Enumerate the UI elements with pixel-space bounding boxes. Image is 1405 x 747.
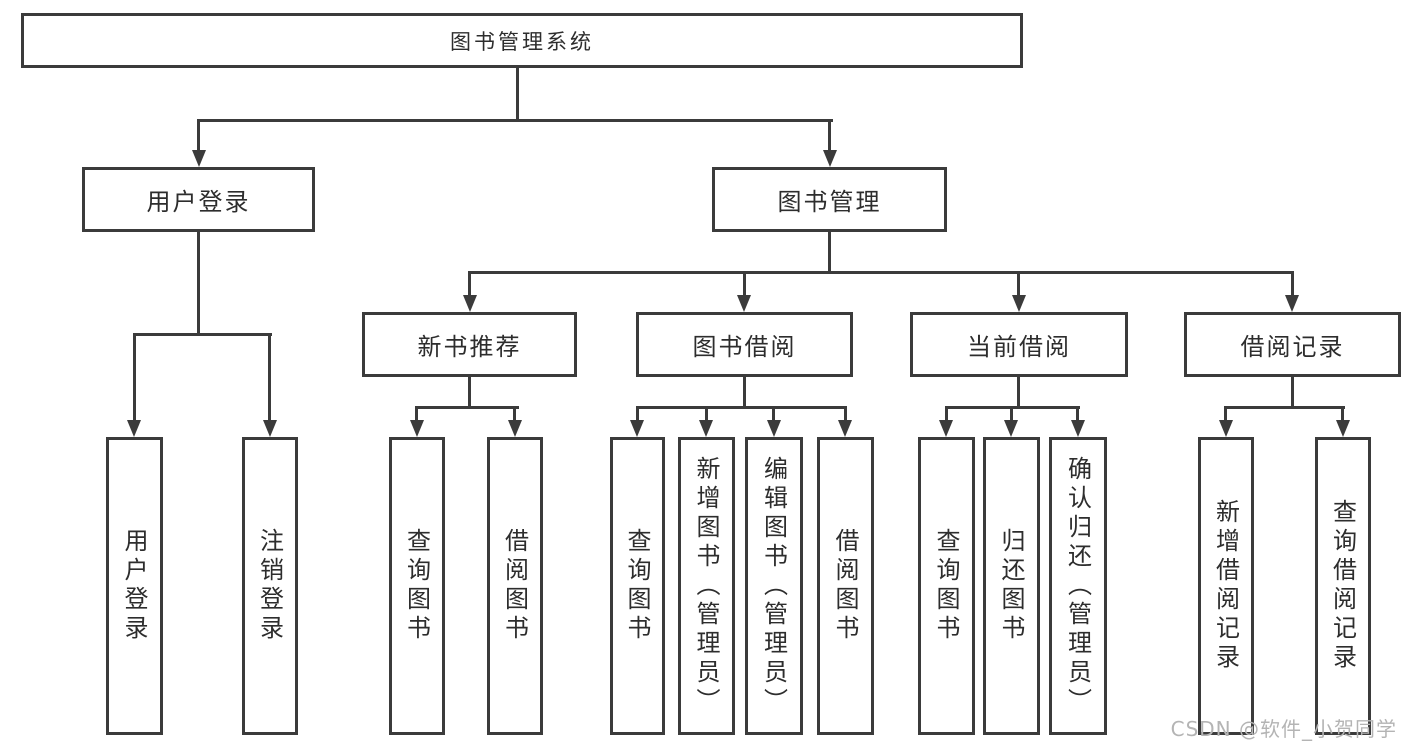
connector-user-login-stem bbox=[197, 232, 200, 335]
connector-drop-confirm-return bbox=[1076, 406, 1079, 422]
arrow-query-books-3 bbox=[939, 420, 953, 437]
arrow-borrow-books-1 bbox=[508, 420, 522, 437]
node-library-management-system: 图书管理系统 bbox=[21, 13, 1023, 68]
node-book-management: 图书管理 bbox=[712, 167, 947, 232]
leaf-query-borrowing-record: 查询借阅记录 bbox=[1315, 437, 1371, 735]
node-label: 图书管理系统 bbox=[450, 29, 594, 54]
connector-drop-add-record bbox=[1224, 406, 1227, 422]
connector-drop-borrow-books-1 bbox=[513, 406, 516, 422]
connector-book-management-stem bbox=[828, 232, 831, 274]
connector-drop-query-books-3 bbox=[945, 406, 948, 422]
leaf-return-books: 归还图书 bbox=[983, 437, 1040, 735]
connector-drop-query-books-2 bbox=[636, 406, 639, 422]
node-label: 新书推荐 bbox=[417, 333, 522, 361]
arrow-current-borrowing bbox=[1012, 295, 1026, 312]
leaf-borrow-books-new: 借阅图书 bbox=[487, 437, 543, 735]
arrow-new-book bbox=[463, 295, 477, 312]
node-label: 图书借阅 bbox=[692, 333, 797, 361]
connector-drop-book-management bbox=[828, 119, 831, 151]
connector-drop-leaf-logout bbox=[268, 333, 271, 422]
arrow-book-borrowing bbox=[737, 295, 751, 312]
arrow-leaf-user-login bbox=[127, 420, 141, 437]
arrow-confirm-return bbox=[1071, 420, 1085, 437]
arrow-query-books-2 bbox=[630, 420, 644, 437]
node-user-login: 用户登录 bbox=[82, 167, 315, 232]
arrow-user-login bbox=[192, 150, 206, 167]
connector-book-management-bar bbox=[468, 271, 1294, 274]
connector-drop-borrowing-records bbox=[1291, 271, 1294, 297]
leaf-label: 新增借阅记录 bbox=[1211, 499, 1240, 673]
node-label: 用户登录 bbox=[146, 188, 251, 216]
leaf-add-books-admin: 新增图书（管理员） bbox=[678, 437, 735, 735]
connector-new-book-bar bbox=[415, 406, 519, 409]
connector-user-login-bar bbox=[133, 333, 272, 336]
arrow-edit-books bbox=[767, 420, 781, 437]
leaf-label: 注销登录 bbox=[255, 528, 284, 644]
connector-drop-borrow-books-2 bbox=[844, 406, 847, 422]
connector-book-borrowing-bar bbox=[636, 406, 847, 409]
node-new-book-recommendation: 新书推荐 bbox=[362, 312, 577, 377]
leaf-logout: 注销登录 bbox=[242, 437, 298, 735]
leaf-edit-books-admin: 编辑图书（管理员） bbox=[745, 437, 803, 735]
connector-drop-edit-books bbox=[772, 406, 775, 422]
connector-root-bar bbox=[197, 119, 833, 122]
connector-current-borrowing-stem bbox=[1017, 377, 1020, 409]
leaf-label: 借阅图书 bbox=[831, 528, 859, 644]
node-book-borrowing: 图书借阅 bbox=[636, 312, 853, 377]
arrow-leaf-logout bbox=[263, 420, 277, 437]
connector-borrowing-records-stem bbox=[1291, 377, 1294, 409]
leaf-label: 查询图书 bbox=[932, 528, 960, 644]
leaf-add-borrowing-record: 新增借阅记录 bbox=[1198, 437, 1254, 735]
arrow-borrow-books-2 bbox=[838, 420, 852, 437]
watermark: CSDN @软件_小贺同学 bbox=[1170, 717, 1397, 741]
leaf-label: 确认归还（管理员） bbox=[1063, 455, 1092, 717]
arrow-borrowing-records bbox=[1285, 295, 1299, 312]
connector-drop-add-books bbox=[705, 406, 708, 422]
leaf-query-books-borrowing: 查询图书 bbox=[610, 437, 665, 735]
leaf-label: 新增图书（管理员） bbox=[692, 455, 720, 717]
arrow-return-books bbox=[1004, 420, 1018, 437]
leaf-label: 用户登录 bbox=[120, 528, 148, 644]
arrow-query-record bbox=[1336, 420, 1350, 437]
connector-drop-return-books bbox=[1010, 406, 1013, 422]
connector-drop-user-login bbox=[197, 119, 200, 151]
node-current-borrowing: 当前借阅 bbox=[910, 312, 1128, 377]
leaf-label: 查询图书 bbox=[623, 528, 651, 644]
connector-root-stem bbox=[516, 68, 519, 120]
leaf-label: 查询借阅记录 bbox=[1328, 499, 1357, 673]
node-label: 图书管理 bbox=[777, 188, 882, 216]
node-label: 借阅记录 bbox=[1240, 333, 1345, 361]
leaf-label: 编辑图书（管理员） bbox=[759, 455, 788, 717]
connector-drop-current-borrowing bbox=[1017, 271, 1020, 297]
node-borrowing-records: 借阅记录 bbox=[1184, 312, 1401, 377]
leaf-user-login: 用户登录 bbox=[106, 437, 163, 735]
connector-new-book-stem bbox=[468, 377, 471, 409]
connector-drop-query-books-1 bbox=[415, 406, 418, 422]
leaf-borrow-books-borrowing: 借阅图书 bbox=[817, 437, 874, 735]
leaf-label: 归还图书 bbox=[997, 528, 1025, 644]
arrow-book-management bbox=[823, 150, 837, 167]
connector-drop-book-borrowing bbox=[743, 271, 746, 297]
connector-drop-new-book bbox=[468, 271, 471, 297]
arrow-query-books-1 bbox=[410, 420, 424, 437]
arrow-add-record bbox=[1219, 420, 1233, 437]
leaf-label: 查询图书 bbox=[402, 528, 431, 644]
leaf-query-books-current: 查询图书 bbox=[918, 437, 975, 735]
node-label: 当前借阅 bbox=[967, 333, 1071, 361]
connector-borrowing-records-bar bbox=[1224, 406, 1345, 409]
leaf-confirm-return-admin: 确认归还（管理员） bbox=[1049, 437, 1107, 735]
connector-drop-query-record bbox=[1341, 406, 1344, 422]
arrow-add-books bbox=[699, 420, 713, 437]
leaf-label: 借阅图书 bbox=[500, 528, 529, 644]
connector-drop-leaf-user-login bbox=[133, 333, 136, 422]
leaf-query-books-new: 查询图书 bbox=[389, 437, 445, 735]
connector-book-borrowing-stem bbox=[743, 377, 746, 409]
